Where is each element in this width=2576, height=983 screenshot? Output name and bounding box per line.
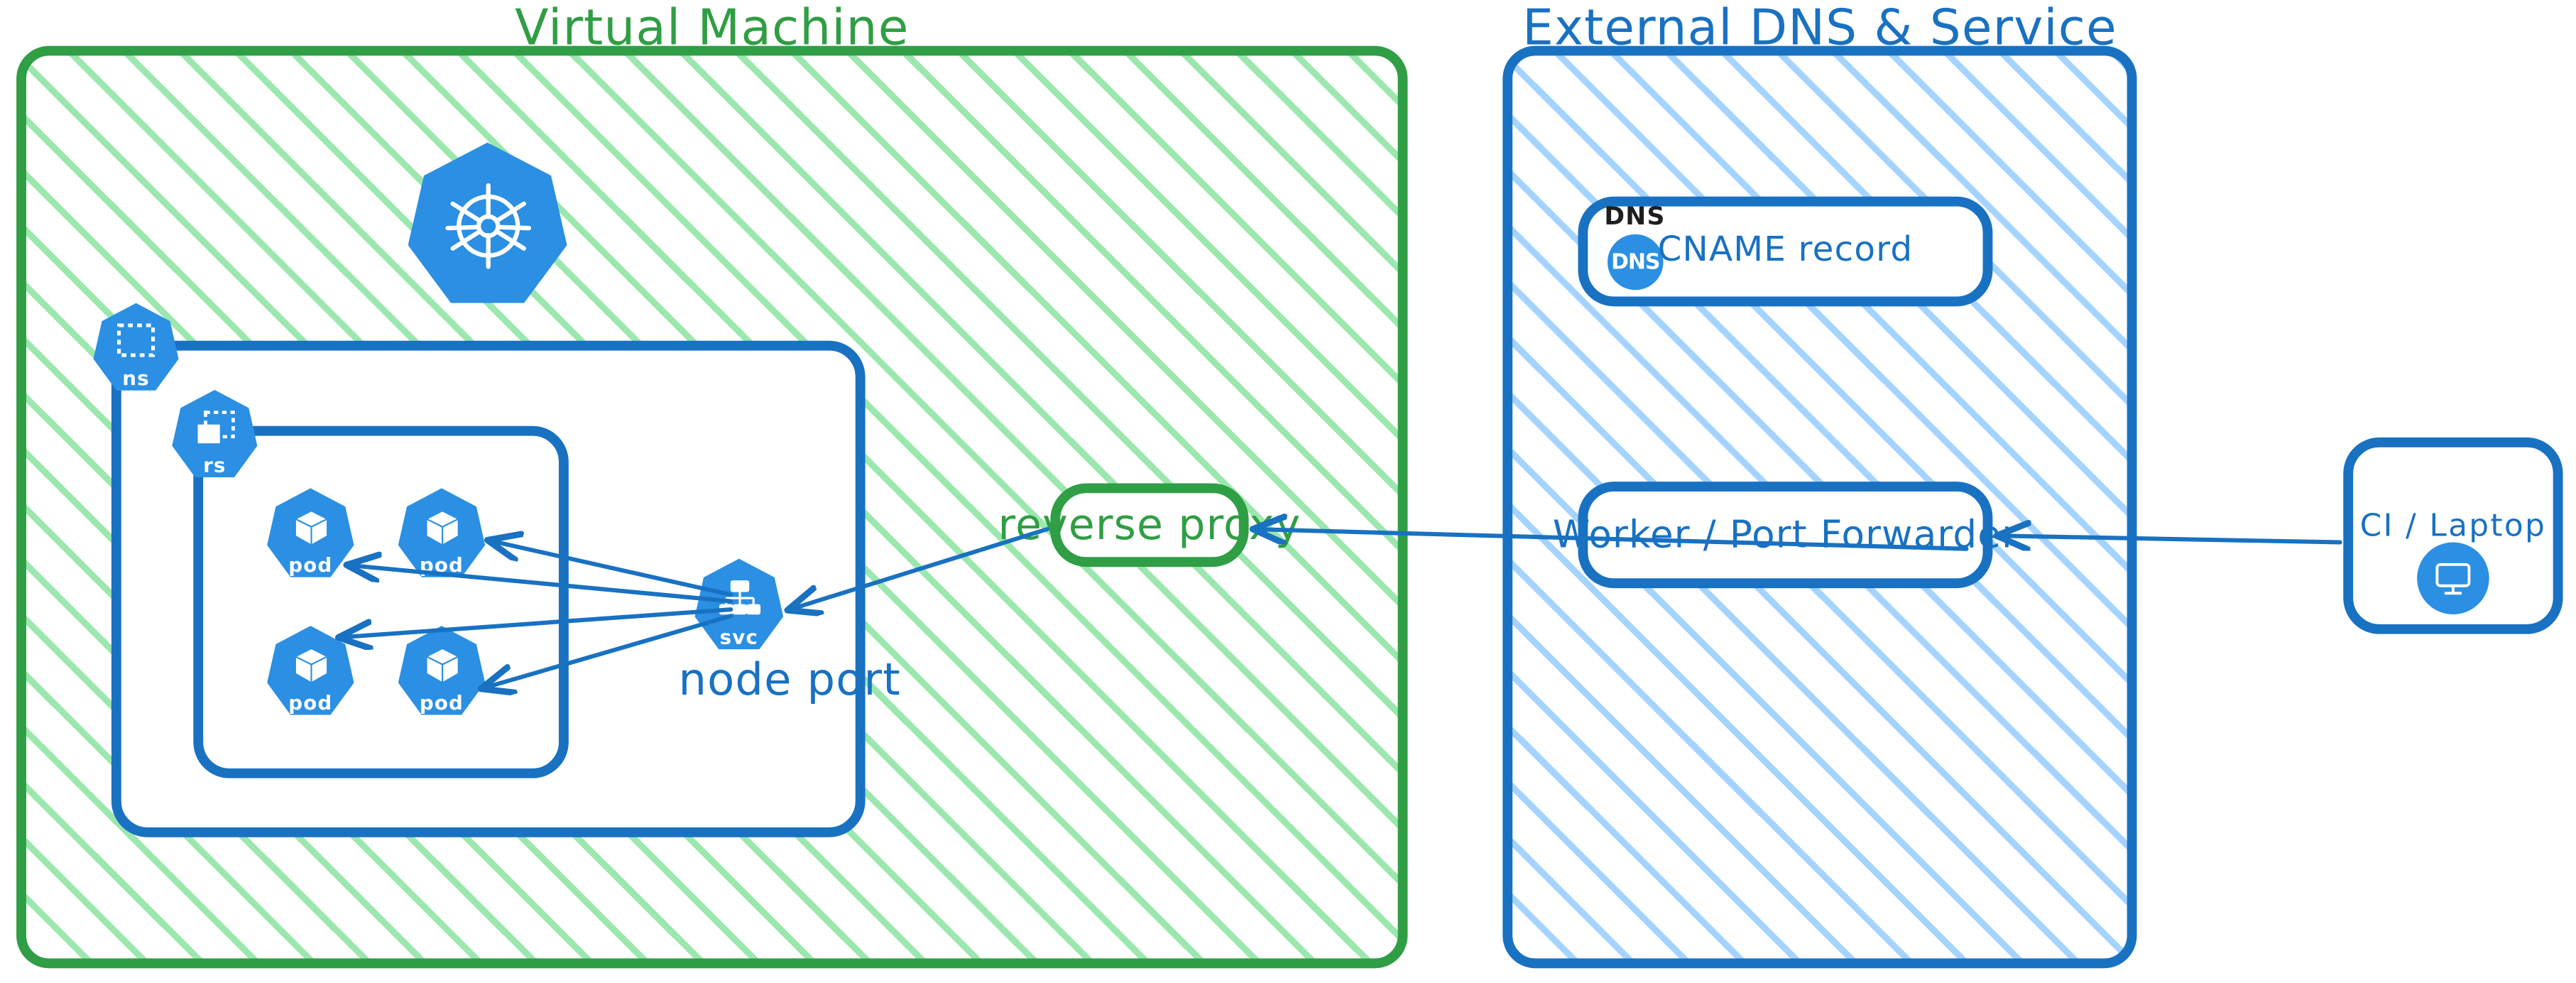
dns-record-node[interactable]: DNS DNS CNAME record [1578, 196, 1993, 307]
pod-heptagon: pod [267, 488, 354, 577]
kubernetes-logo [408, 142, 567, 308]
ci-laptop-label: CI / Laptop [2359, 508, 2547, 544]
namespace-dashed-square-icon [117, 323, 155, 357]
pod-cube-icon [424, 509, 459, 546]
replicaset-stacked-squares-icon [197, 410, 234, 443]
service-heptagon: svc [694, 558, 784, 650]
pod-label: pod [419, 553, 464, 577]
pod-2: pod [398, 488, 486, 580]
node-port-caption: node port [678, 655, 901, 707]
desktop-monitor-icon [2417, 542, 2489, 614]
namespace-badge: ns [93, 303, 179, 393]
service-tree-icon [718, 579, 760, 614]
pod-cube-icon [424, 646, 459, 684]
pod-heptagon: pod [398, 488, 486, 577]
pod-heptagon: pod [267, 626, 354, 715]
worker-port-forwarder-node[interactable]: Worker / Port Forwarder [1553, 482, 2017, 589]
worker-port-forwarder-label: Worker / Port Forwarder [1552, 514, 2019, 557]
replicaset-badge-label: rs [203, 453, 227, 477]
cname-record-label: CNAME record [1657, 229, 1914, 269]
service-nodeport-badge: svc [694, 558, 784, 652]
reverse-proxy-label: reverse proxy [998, 500, 1301, 550]
pod-heptagon: pod [398, 626, 486, 715]
dns-kind-label: DNS [1604, 201, 1666, 232]
dns-badge-icon: DNS [1608, 234, 1664, 290]
kubernetes-helm-icon [444, 182, 530, 268]
pod-1: pod [267, 488, 354, 580]
namespace-badge-label: ns [122, 366, 150, 390]
kubernetes-heptagon [408, 142, 567, 303]
replicaset-badge: rs [172, 389, 258, 480]
pod-cube-icon [293, 509, 329, 546]
pod-label: pod [288, 690, 333, 714]
replicaset-heptagon: rs [172, 389, 258, 478]
pod-4: pod [398, 626, 486, 717]
pod-label: pod [419, 690, 464, 714]
pod-label: pod [288, 553, 333, 577]
reverse-proxy-node[interactable]: reverse proxy [998, 483, 1300, 567]
service-badge-label: svc [719, 625, 759, 648]
pod-3: pod [267, 626, 354, 717]
monitor-glyph [2435, 563, 2471, 595]
namespace-heptagon: ns [93, 303, 179, 391]
pod-cube-icon [293, 646, 329, 684]
ci-laptop-node[interactable]: CI / Laptop [2343, 437, 2563, 634]
